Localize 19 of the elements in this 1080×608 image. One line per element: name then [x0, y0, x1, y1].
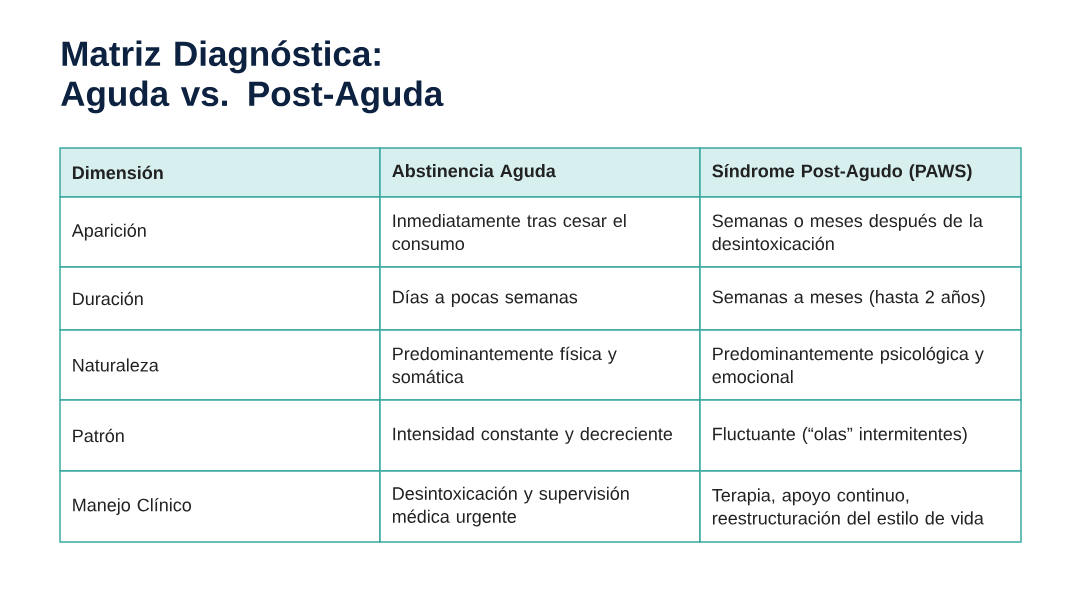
- table-cell: Predominantemente física y somática: [379, 329, 701, 401]
- table-cell: Intensidad constante y decreciente: [379, 399, 701, 472]
- table-cell: Terapia, apoyo continuo, reestructuración del estilo de vida: [699, 470, 1022, 543]
- title: Matriz Diagnóstica: Aguda vs. Post-Aguda: [61, 40, 444, 114]
- table-cell: Naturaleza: [59, 329, 381, 401]
- table-cell: Semanas a meses (hasta 2 años): [699, 266, 1022, 331]
- table-cell: Aparición: [59, 196, 381, 268]
- header-cell: Abstinencia Aguda: [379, 147, 701, 198]
- table-cell: Fluctuante (“olas” intermitentes): [699, 399, 1022, 472]
- table-cell: Inmediatamente tras cesar el consumo: [379, 196, 701, 268]
- table-cell: Duración: [59, 266, 381, 331]
- header-cell: Dimensión: [59, 147, 381, 198]
- table-cell: Semanas o meses después de la desintoxicación: [699, 196, 1022, 268]
- table-cell: Patrón: [59, 399, 381, 472]
- table-cell: Desintoxicación y supervisión médica urgente: [379, 470, 701, 543]
- table-cell: Días a pocas semanas: [379, 266, 701, 331]
- table-cell: Manejo Clínico: [59, 470, 381, 543]
- header-cell: Síndrome Post-Agudo (PAWS): [699, 147, 1022, 198]
- table-cell: Predominantemente psicológica y emocional: [699, 329, 1022, 401]
